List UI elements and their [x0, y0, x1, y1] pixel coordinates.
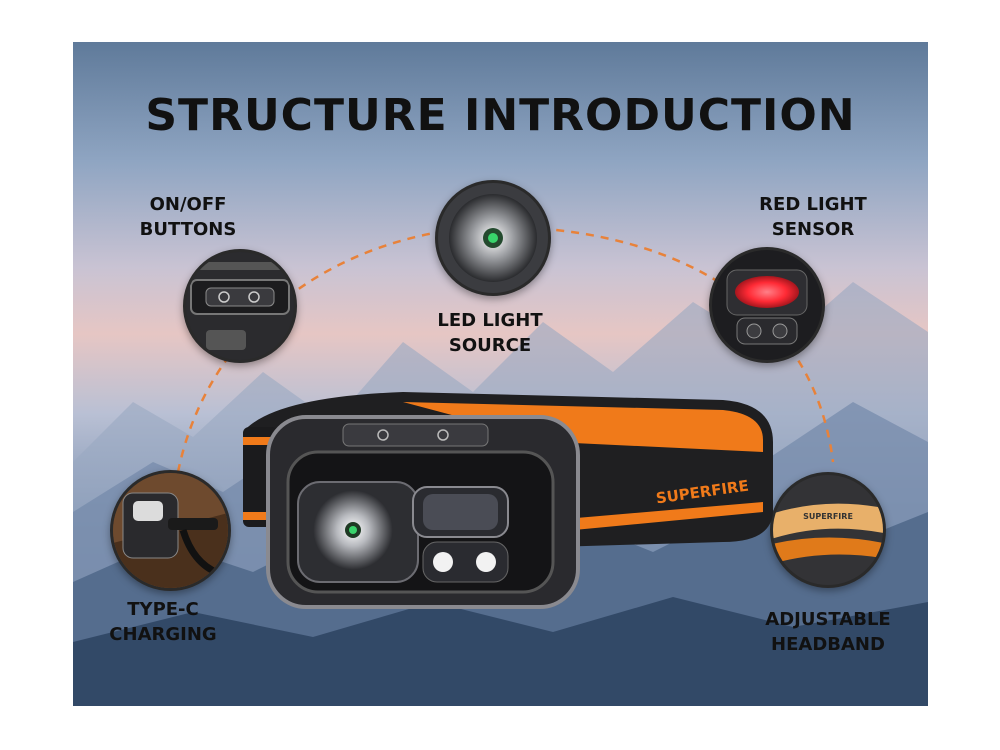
type-c-charging-circle [110, 470, 231, 591]
page-title: STRUCTURE INTRODUCTION [145, 90, 856, 141]
red-light-sensor-circle [709, 247, 825, 363]
on-off-buttons-circle [183, 249, 297, 363]
label-on-off-buttons: ON/OFF BUTTONS [139, 194, 237, 240]
svg-text:SUPERFIRE: SUPERFIRE [803, 512, 853, 521]
headlamp-illustration: SUPERFIRE [243, 392, 773, 609]
label-led-light-source: LED LIGHT SOURCE [437, 310, 543, 356]
label-type-c-charging: TYPE-C CHARGING [109, 599, 217, 645]
led-light-source-circle [435, 180, 551, 296]
label-red-light-sensor: RED LIGHT SENSOR [759, 194, 867, 240]
adjustable-headband-circle: SUPERFIRE [770, 472, 886, 588]
product-poster: STRUCTURE INTRODUCTION ON/OFF BUTTONS LE… [73, 42, 928, 706]
label-adjustable-headband: ADJUSTABLE HEADBAND [765, 609, 891, 655]
